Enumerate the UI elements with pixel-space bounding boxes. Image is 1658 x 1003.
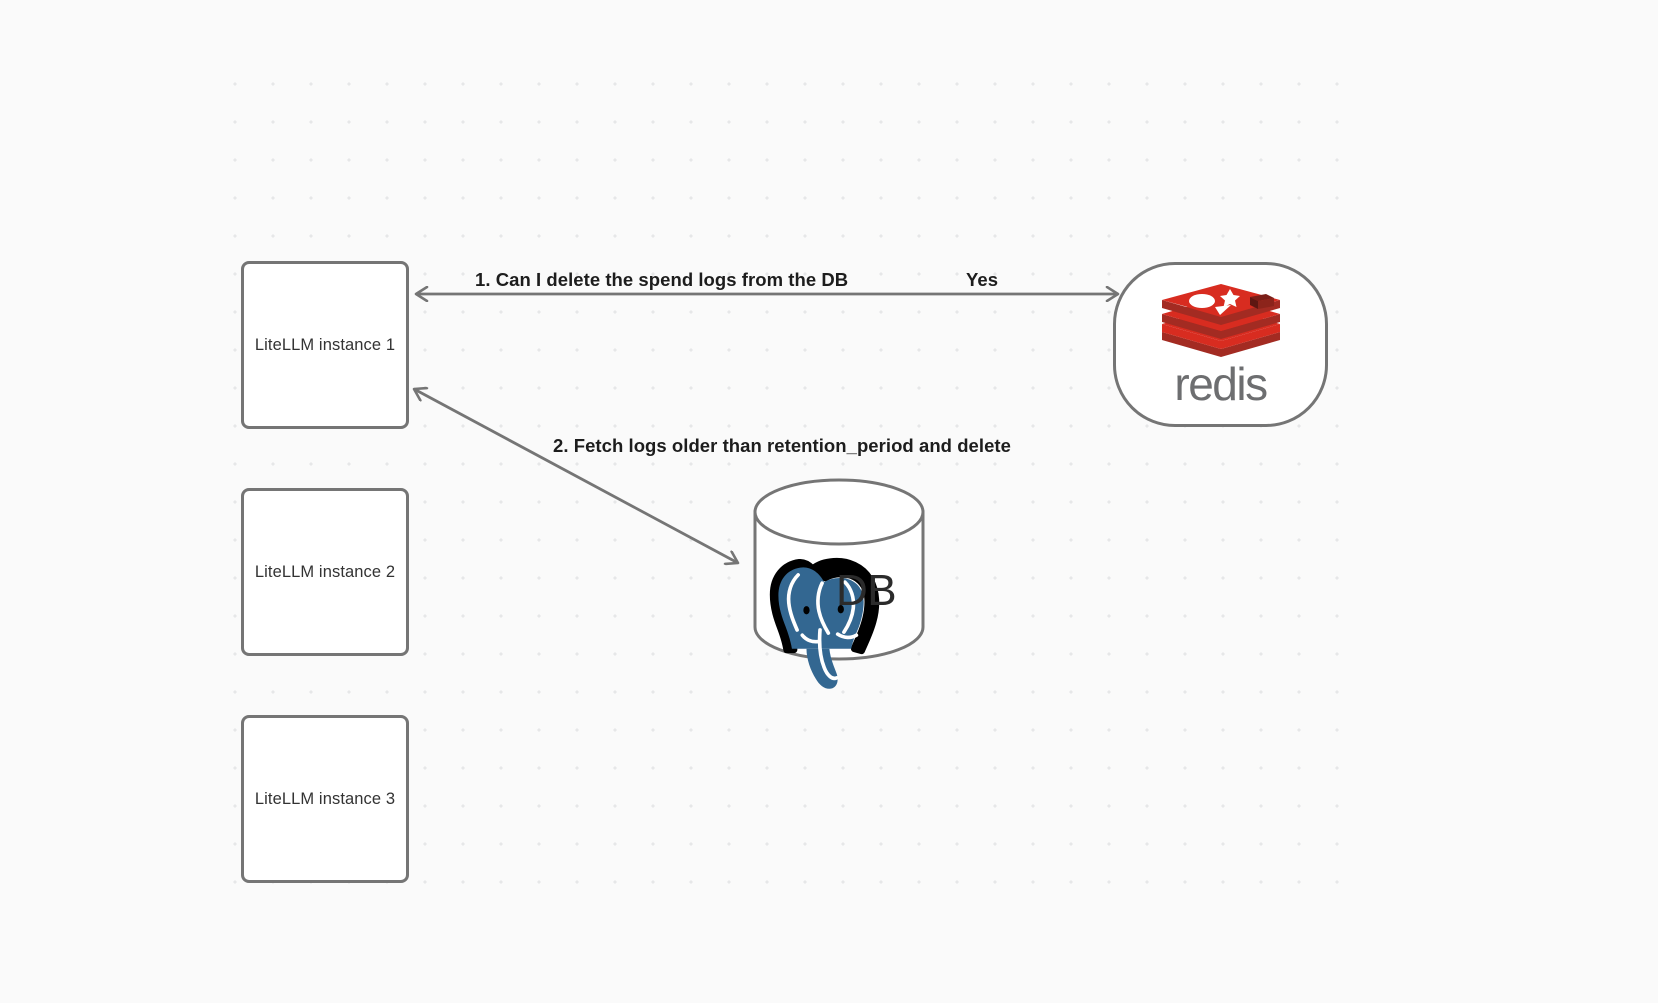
edge-label-2: 2. Fetch logs older than retention_perio… [553,435,1011,456]
node-litellm-instance-3[interactable]: LiteLLM instance 3 [241,715,409,883]
node-label-litellm-3: LiteLLM instance 3 [254,789,396,808]
node-litellm-instance-2[interactable]: LiteLLM instance 2 [241,488,409,656]
edge-label-1-reply: Yes [966,269,999,290]
node-label-litellm-1: LiteLLM instance 1 [254,335,396,354]
edge-label-1: 1. Can I delete the spend logs from the … [475,269,849,290]
redis-wordmark: redis [1174,357,1268,410]
node-redis[interactable]: redis [1113,262,1328,427]
database-cylinder[interactable] [753,478,925,661]
node-label-litellm-2: LiteLLM instance 2 [254,562,396,581]
node-litellm-instance-1[interactable]: LiteLLM instance 1 [241,261,409,429]
connector-litellm1-database [414,389,738,563]
postgresql-elephant-icon [769,557,880,689]
redis-logo-icon [1161,283,1280,357]
database-label: DB [836,566,896,615]
